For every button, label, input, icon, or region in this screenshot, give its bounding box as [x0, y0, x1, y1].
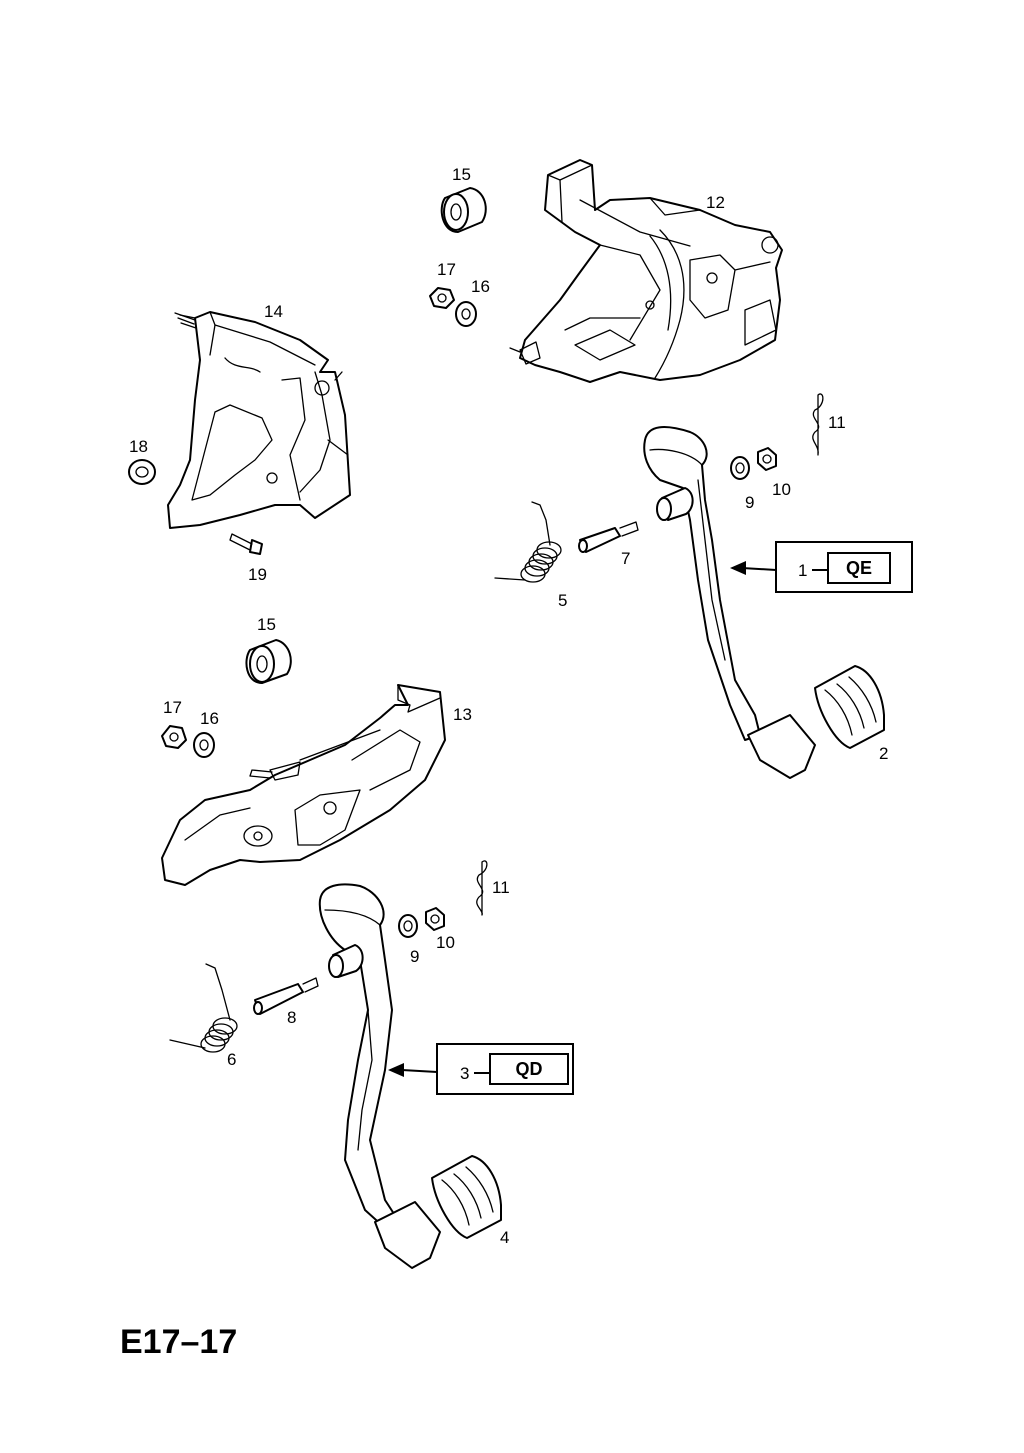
callout-5: 5 [558, 591, 567, 610]
callout-6: 6 [227, 1050, 236, 1069]
callout-19: 19 [248, 565, 267, 584]
clip-11-lower [476, 860, 488, 916]
callout-17-top: 17 [437, 260, 456, 279]
callout-10-upper: 10 [772, 480, 791, 499]
pedal-pad-2 [814, 665, 885, 749]
callout-12: 12 [706, 193, 725, 212]
bush-15-top [440, 187, 487, 233]
washer-16-top [455, 301, 477, 327]
brake-pedal-arm-lower [318, 883, 441, 1269]
callout-4: 4 [500, 1228, 509, 1247]
callout-labels: 15 17 16 12 14 18 19 11 9 10 7 5 2 15 13… [129, 165, 888, 1247]
clutch-pedal-arm-upper [643, 426, 816, 779]
washer-9-lower [398, 914, 418, 938]
callout-7: 7 [621, 549, 630, 568]
variant-box-qd: 3 QD [436, 1043, 574, 1095]
callout-16-lower: 16 [200, 709, 219, 728]
nut-10-upper [757, 447, 777, 471]
arrow-to-pedal-lower [388, 1063, 438, 1077]
callout-9-lower: 9 [410, 947, 419, 966]
pedal-pad-4 [431, 1155, 502, 1239]
pivot-pin-7 [578, 521, 639, 553]
callout-17-lower: 17 [163, 698, 182, 717]
variant-code-qe: QE [846, 558, 872, 578]
callout-11-upper: 11 [828, 413, 846, 432]
callout-16-top: 16 [471, 277, 490, 296]
clip-11-upper [812, 393, 824, 456]
nut-10-lower [425, 907, 445, 931]
pedal-bracket-12 [509, 159, 783, 383]
callout-11-lower: 11 [492, 878, 510, 897]
pedal-bush-lower [328, 944, 364, 978]
variant-box-qe: 1 QE [775, 541, 913, 593]
callout-9-upper: 9 [745, 493, 754, 512]
pedal-bracket-14 [167, 311, 351, 529]
nut-17-top [429, 287, 455, 309]
page-code: E17–17 [120, 1323, 237, 1361]
callout-14: 14 [264, 302, 283, 321]
pivot-pin-8 [253, 977, 319, 1015]
spring-5 [494, 501, 562, 583]
variant-code-qd: QD [516, 1059, 543, 1079]
callout-15-top: 15 [452, 165, 471, 184]
bush-15-lower [245, 639, 292, 684]
variant-item-1: 1 [798, 561, 807, 580]
callout-15-lower: 15 [257, 615, 276, 634]
arrow-to-pedal-upper [730, 561, 777, 575]
variant-item-3: 3 [460, 1064, 469, 1083]
callout-8: 8 [287, 1008, 296, 1027]
washer-18 [128, 459, 156, 485]
pedal-bush-upper [656, 487, 694, 521]
callout-10-lower: 10 [436, 933, 455, 952]
nut-17-lower [161, 725, 187, 749]
callout-13: 13 [453, 705, 472, 724]
washer-9-upper [730, 456, 750, 480]
washer-16-lower [193, 732, 215, 758]
callout-2: 2 [879, 744, 888, 763]
pedal-bracket-13 [161, 684, 446, 886]
spring-6 [169, 963, 238, 1053]
bolt-19 [229, 533, 263, 555]
callout-18: 18 [129, 437, 148, 456]
